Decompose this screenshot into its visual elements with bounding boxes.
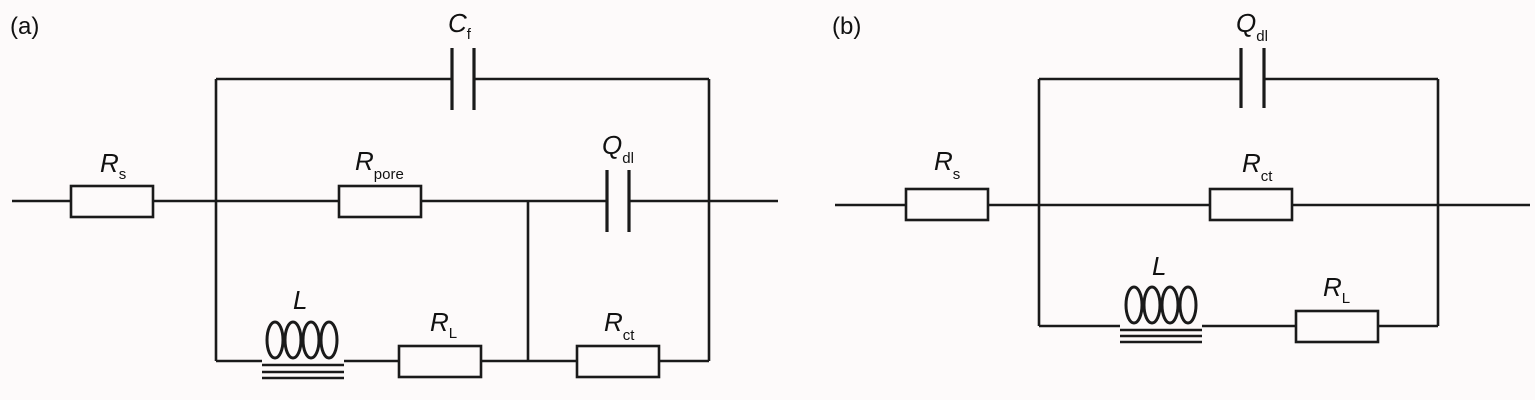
panel-b-rl-resistor xyxy=(1294,309,1380,344)
panel-a-rl-resistor xyxy=(397,344,483,379)
panel-b-tag: (b) xyxy=(832,13,861,40)
panel-a-wires xyxy=(12,77,778,363)
panel-b-qdl-label: Qdl xyxy=(1236,8,1268,45)
panel-b: (b) Rs Qdl Rct xyxy=(832,8,1530,344)
panel-a-qdl-cpe xyxy=(605,170,631,232)
panel-a: (a) Rs Cf Rpore xyxy=(10,8,778,380)
panel-a-rpore-label: Rpore xyxy=(355,146,404,183)
panel-a-tag: (a) xyxy=(10,13,39,40)
panel-a-inductor xyxy=(262,320,344,380)
panel-a-qdl-label: Qdl xyxy=(602,130,634,167)
panel-b-rct-resistor xyxy=(1208,187,1294,222)
panel-a-cf-label: Cf xyxy=(448,8,472,43)
panel-a-rct-label: Rct xyxy=(604,307,635,344)
panel-a-rl-label: RL xyxy=(430,307,457,342)
panel-a-cf-capacitor xyxy=(450,48,476,110)
panel-a-rs-resistor xyxy=(69,184,155,219)
panel-b-inductor xyxy=(1120,285,1202,344)
panel-a-rct-resistor xyxy=(575,344,661,379)
panel-b-qdl-cpe xyxy=(1239,48,1266,108)
panel-b-rs-label: Rs xyxy=(934,146,960,183)
panel-b-l-label: L xyxy=(1152,251,1166,281)
panel-b-wires xyxy=(835,77,1530,328)
panel-b-rl-label: RL xyxy=(1323,272,1350,307)
panel-a-l-label: L xyxy=(293,285,307,315)
panel-a-rpore-resistor xyxy=(337,184,423,219)
panel-b-rs-resistor xyxy=(904,187,990,222)
panel-b-rct-label: Rct xyxy=(1242,148,1273,185)
panel-a-rs-label: Rs xyxy=(100,148,126,183)
